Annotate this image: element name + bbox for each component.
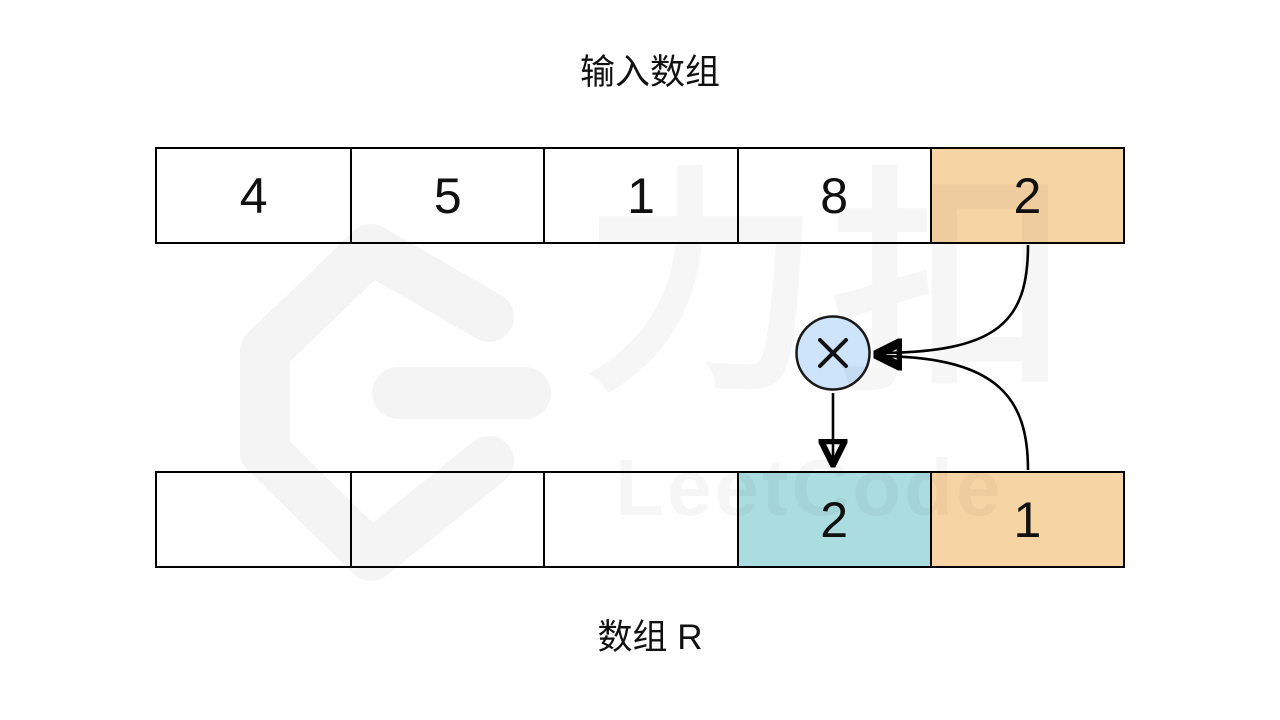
result-array-cell-0 (157, 473, 350, 566)
input-array: 4 5 1 8 2 (155, 147, 1125, 244)
result-array-cell-2 (543, 473, 736, 566)
multiply-icon (818, 338, 848, 368)
input-array-cell-1: 5 (350, 149, 543, 242)
arrow-input-cell-to-operator (876, 244, 1030, 353)
arrow-result-cell-to-operator (876, 356, 1030, 471)
result-array-label: 数组 R (597, 618, 703, 657)
input-array-cell-4-highlighted: 2 (929, 149, 1123, 242)
result-array: 2 1 (155, 471, 1125, 568)
input-array-cell-2: 1 (543, 149, 736, 242)
result-array-cell-3-highlighted: 2 (736, 473, 930, 566)
result-array-cell-4-highlighted: 1 (929, 473, 1123, 566)
input-array-cell-3: 8 (736, 149, 930, 242)
input-array-cell-0: 4 (239, 167, 268, 224)
result-array-cell-1 (350, 473, 543, 566)
input-array-title: 输入数组 (579, 53, 720, 92)
